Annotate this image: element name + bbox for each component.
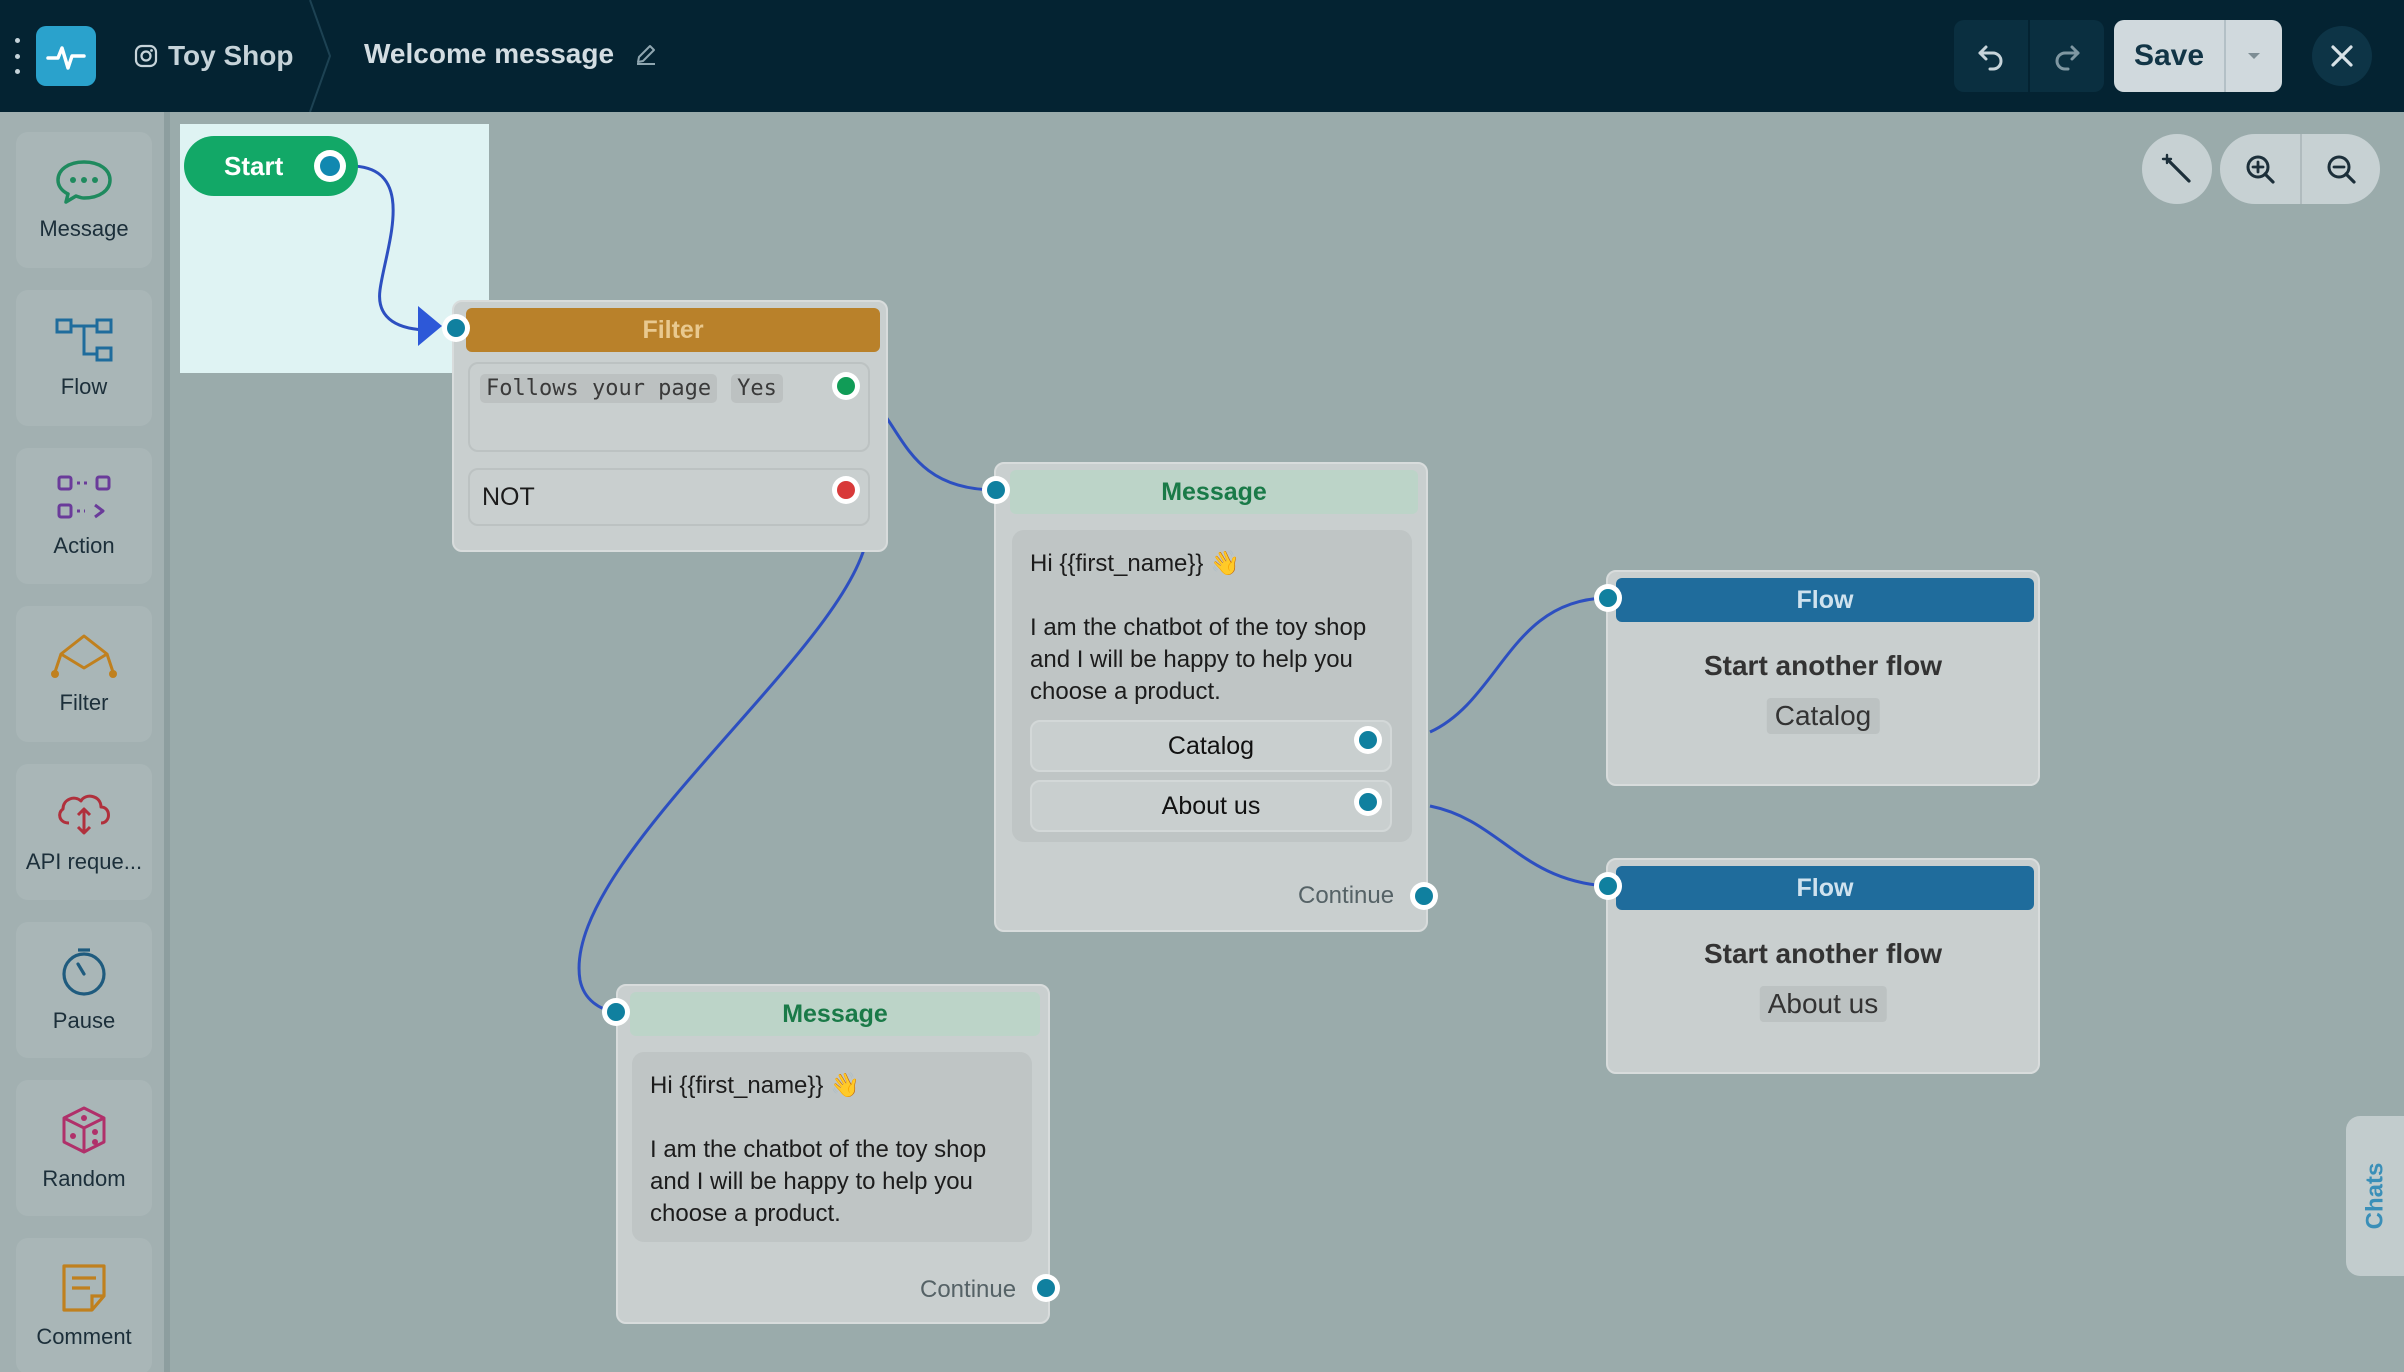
auto-arrange-button[interactable] — [2142, 134, 2212, 204]
flow-node-about[interactable]: Flow Start another flow About us — [1606, 858, 2040, 1074]
filter-node[interactable]: Filter Follows your page Yes NOT — [452, 300, 888, 552]
history-controls — [1954, 20, 2104, 92]
continue-label: Continue — [1298, 882, 1395, 909]
filter-node-header: Filter — [466, 308, 880, 352]
palette-label: Pause — [52, 1008, 116, 1033]
palette-label: Action — [53, 533, 115, 558]
else-label: NOT — [482, 483, 535, 511]
about-output-port[interactable] — [1354, 788, 1382, 816]
zoom-in-button[interactable] — [2220, 134, 2300, 204]
app-logo[interactable] — [36, 26, 96, 86]
chevron-down-icon — [2248, 53, 2260, 59]
close-icon — [2331, 45, 2353, 67]
message-input-port[interactable] — [982, 476, 1010, 504]
palette-comment[interactable]: Comment — [16, 1238, 152, 1372]
flow-title[interactable]: Welcome message — [364, 34, 658, 74]
flow-target: Catalog — [1766, 698, 1880, 734]
canvas-controls — [2142, 134, 2380, 204]
flow-catalog-input-port[interactable] — [1594, 584, 1622, 612]
chats-tab-label: Chats — [2361, 1162, 2388, 1230]
flow-node-catalog[interactable]: Flow Start another flow Catalog — [1606, 570, 2040, 786]
cloud-api-icon — [58, 794, 110, 835]
magic-wand-icon — [2161, 153, 2191, 183]
action-icon — [57, 475, 111, 519]
message-content[interactable]: Hi {{first_name}} 👋 I am the chatbot of … — [632, 1052, 1032, 1242]
palette-filter[interactable]: Filter — [16, 606, 152, 742]
message-continue-port[interactable] — [1410, 882, 1438, 910]
zoom-in-icon — [2246, 155, 2275, 184]
clock-icon — [62, 948, 106, 996]
message-greeting: Hi {{first_name}} 👋 — [1030, 550, 1240, 577]
start-node[interactable]: Start — [184, 136, 358, 196]
quick-reply-about[interactable]: About us — [1030, 780, 1392, 832]
note-icon — [62, 1264, 106, 1312]
message-node-header: Message — [630, 992, 1040, 1036]
palette-label: Comment — [36, 1324, 132, 1349]
zoom-out-button[interactable] — [2300, 134, 2380, 204]
save-options-button[interactable] — [2224, 20, 2282, 92]
flow-node-subtitle: Start another flow — [1703, 650, 1942, 681]
save-group: Save — [2114, 20, 2282, 92]
condition-value: Yes — [731, 374, 783, 403]
flow-node-header: Flow — [1616, 866, 2034, 910]
message-node-header: Message — [1010, 470, 1418, 514]
more-menu-icon[interactable] — [12, 38, 22, 74]
dice-icon — [62, 1106, 106, 1154]
palette-flow[interactable]: Flow — [16, 290, 152, 426]
palette-label: Random — [42, 1166, 126, 1191]
palette-label: API reque... — [25, 849, 143, 874]
continue-label: Continue — [920, 1276, 1017, 1303]
redo-button[interactable] — [2028, 20, 2104, 92]
flow-node-subtitle: Start another flow — [1703, 938, 1942, 969]
top-bar: Toy Shop Welcome message Save — [0, 0, 2404, 112]
close-button[interactable] — [2312, 26, 2372, 86]
message-node-not[interactable]: Message Hi {{first_name}} 👋 I am the cha… — [616, 984, 1050, 1324]
message-not-continue-port[interactable] — [1032, 1274, 1060, 1302]
palette-pause[interactable]: Pause — [16, 922, 152, 1058]
message-text: I am the chatbot of the toy shop and I w… — [1030, 614, 1367, 705]
message-text: I am the chatbot of the toy shop and I w… — [650, 1136, 987, 1227]
instagram-icon — [134, 44, 158, 68]
flow-node-header: Flow — [1616, 578, 2034, 622]
zoom-out-icon — [2327, 155, 2356, 184]
palette-label: Message — [39, 216, 129, 241]
breadcrumb-page[interactable]: Toy Shop — [134, 36, 293, 76]
pencil-icon[interactable] — [634, 42, 658, 66]
palette-random[interactable]: Random — [16, 1080, 152, 1216]
filter-else[interactable]: NOT — [468, 468, 870, 526]
filter-yes-port[interactable] — [832, 372, 860, 400]
condition-field: Follows your page — [480, 374, 718, 403]
flow-diagram-icon — [55, 318, 113, 362]
message-greeting: Hi {{first_name}} 👋 — [650, 1072, 860, 1099]
flow-about-input-port[interactable] — [1594, 872, 1622, 900]
catalog-output-port[interactable] — [1354, 726, 1382, 754]
start-output-port[interactable] — [314, 150, 346, 182]
chat-bubble-icon — [56, 160, 112, 204]
redo-icon — [2055, 45, 2080, 71]
message-not-input-port[interactable] — [602, 998, 630, 1026]
flow-name: Welcome message — [364, 38, 615, 69]
breadcrumb-separator — [309, 0, 332, 112]
pulse-icon — [46, 46, 86, 70]
flow-target: About us — [1759, 986, 1887, 1022]
undo-button[interactable] — [1954, 20, 2028, 92]
start-label: Start — [224, 150, 284, 181]
palette-label: Flow — [60, 374, 108, 399]
palette-api-request[interactable]: API reque... — [16, 764, 152, 900]
node-palette: Message Flow Action Filter — [0, 112, 170, 1372]
filter-not-port[interactable] — [832, 476, 860, 504]
chats-tab[interactable]: Chats — [2346, 1116, 2404, 1276]
palette-label: Filter — [59, 690, 109, 715]
filter-input-port[interactable] — [442, 314, 470, 342]
quick-reply-catalog[interactable]: Catalog — [1030, 720, 1392, 772]
message-node[interactable]: Message Hi {{first_name}} 👋 I am the cha… — [994, 462, 1428, 932]
filter-condition[interactable]: Follows your page Yes — [468, 362, 870, 452]
undo-icon — [1978, 45, 2003, 71]
save-button[interactable]: Save — [2133, 39, 2205, 72]
filter-branch-icon — [51, 634, 117, 678]
palette-message[interactable]: Message — [16, 132, 152, 268]
page-name: Toy Shop — [168, 40, 294, 71]
palette-action[interactable]: Action — [16, 448, 152, 584]
